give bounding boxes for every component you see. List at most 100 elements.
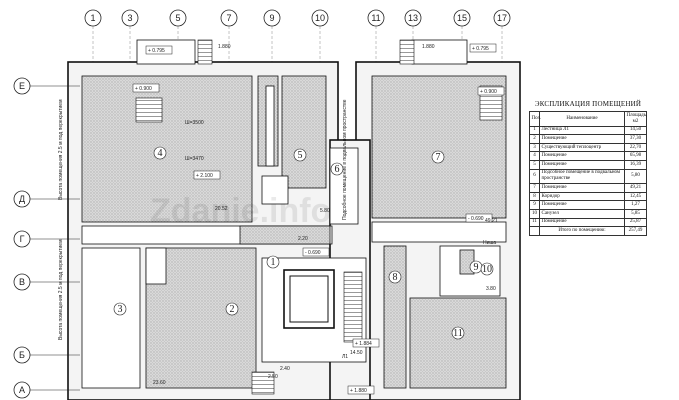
height-note-lower: Высота помещения 2.5 м под перекрытием bbox=[58, 239, 64, 340]
dimension-text: 23.60 bbox=[153, 380, 166, 386]
axis-bubble bbox=[263, 9, 281, 27]
niche-label: Ниша bbox=[483, 240, 496, 246]
row-name: Помещение bbox=[539, 159, 625, 170]
axis-top-17: 17 bbox=[493, 9, 511, 27]
room-number-3: 3 bbox=[113, 302, 127, 316]
elevation-mark: + 0.900 bbox=[477, 86, 505, 96]
axis-label: Б bbox=[19, 350, 25, 360]
row-area: 14,50 bbox=[624, 125, 647, 136]
elevation-marks: + 0.795+ 0.795+ 0.900+ 0.900+ 2.100- 0.6… bbox=[132, 43, 505, 395]
axis-top-13: 13 bbox=[404, 9, 422, 27]
total-value: 257,49 bbox=[624, 226, 647, 236]
room-number-1: 1 bbox=[266, 255, 280, 269]
row-area: 12,45 bbox=[624, 191, 647, 202]
room-number-ring bbox=[113, 302, 127, 316]
row-name: Помещение bbox=[539, 183, 625, 193]
axis-label: 1 bbox=[90, 13, 95, 23]
row-number: 5 bbox=[529, 159, 540, 170]
room-number-ring bbox=[330, 162, 344, 176]
elevation-text: + 2.100 bbox=[196, 173, 213, 179]
row-number: 6 bbox=[529, 168, 540, 185]
elevation-box bbox=[352, 338, 380, 348]
axis-label: 3 bbox=[127, 13, 132, 23]
room-number-text: 4 bbox=[158, 148, 163, 159]
room-number-text: 9 bbox=[474, 262, 479, 273]
col-area: Площадь, м2 bbox=[624, 111, 647, 127]
room-4-area bbox=[81, 75, 253, 223]
dimension-text: 2.40 bbox=[280, 366, 290, 372]
elevation-text: - 0.690 bbox=[305, 250, 321, 256]
axis-left-3: В bbox=[13, 273, 80, 291]
room-number-5: 5 bbox=[293, 148, 307, 162]
axis-label: 5 bbox=[175, 13, 180, 23]
row-name: Лестница Л1 bbox=[539, 125, 625, 136]
row-area: 22,70 bbox=[624, 142, 647, 153]
row-number: 3 bbox=[529, 142, 540, 153]
room-8-area bbox=[383, 245, 407, 389]
stair-label: Л1 bbox=[342, 354, 348, 360]
dimension-text: 2.20 bbox=[298, 236, 308, 242]
axis-label: 7 bbox=[226, 13, 231, 23]
axis-top-10: 10 bbox=[311, 9, 329, 27]
elevation-text: + 1.880 bbox=[350, 388, 367, 394]
row-name: Помещение bbox=[539, 217, 625, 228]
room-number-2: 2 bbox=[225, 302, 239, 316]
room-number-6: 6 bbox=[330, 162, 344, 176]
row-area: 5,85 bbox=[624, 208, 647, 219]
room-number-text: 10 bbox=[482, 264, 492, 275]
axis-top-3: 3 bbox=[121, 9, 139, 27]
axis-left-4: Б bbox=[13, 346, 80, 364]
row-area: 1,27 bbox=[624, 200, 647, 210]
axis-top-7: 7 bbox=[220, 9, 238, 27]
room-6-area bbox=[329, 147, 359, 225]
elevation-mark: + 0.795 bbox=[469, 43, 497, 53]
axis-label: 11 bbox=[371, 13, 380, 23]
stair-left-inner bbox=[135, 97, 163, 123]
dimension-text: 20.52 bbox=[215, 206, 228, 212]
elevation-mark: + 1.884 bbox=[352, 338, 380, 348]
elevation-box bbox=[465, 213, 493, 223]
axis-top-15: 15 bbox=[453, 9, 471, 27]
entrance-right bbox=[411, 39, 468, 65]
elevation-text: + 0.795 bbox=[472, 46, 489, 52]
room-number-ring bbox=[293, 148, 307, 162]
room-number-text: 3 bbox=[118, 304, 123, 315]
axis-bubble bbox=[453, 9, 471, 27]
room-number-text: 7 bbox=[436, 152, 441, 163]
stair-flight bbox=[343, 271, 363, 343]
room-number-7: 7 bbox=[431, 150, 445, 164]
elevation-box bbox=[145, 45, 173, 55]
row-area: 16,39 bbox=[624, 159, 647, 170]
row-area: 37,30 bbox=[624, 134, 647, 144]
elevation-mark: + 0.900 bbox=[132, 83, 160, 93]
row-number: 11 bbox=[529, 217, 540, 228]
room-number-10: 10 bbox=[480, 262, 494, 276]
room-number-text: 2 bbox=[230, 304, 235, 315]
stair-left-top bbox=[197, 39, 213, 65]
axis-top-5: 5 bbox=[169, 9, 187, 27]
row-number: 1 bbox=[529, 125, 540, 136]
axis-top-9: 9 bbox=[263, 9, 281, 27]
room-number-ring bbox=[266, 255, 280, 269]
axis-left-5: А bbox=[13, 381, 80, 399]
axis-bubble bbox=[493, 9, 511, 27]
axis-bubble bbox=[220, 9, 238, 27]
col-pos: Поз. bbox=[529, 111, 541, 127]
elevator-shaft bbox=[283, 269, 335, 329]
axis-label: 10 bbox=[315, 13, 325, 23]
elevation-mark: - 0.690 bbox=[465, 213, 493, 223]
room-number-ring bbox=[480, 262, 494, 276]
room-number-text: 1 bbox=[271, 257, 276, 268]
room-number-ring bbox=[153, 146, 167, 160]
axis-label: Е bbox=[19, 81, 25, 91]
row-area: 5,80 bbox=[624, 168, 647, 185]
